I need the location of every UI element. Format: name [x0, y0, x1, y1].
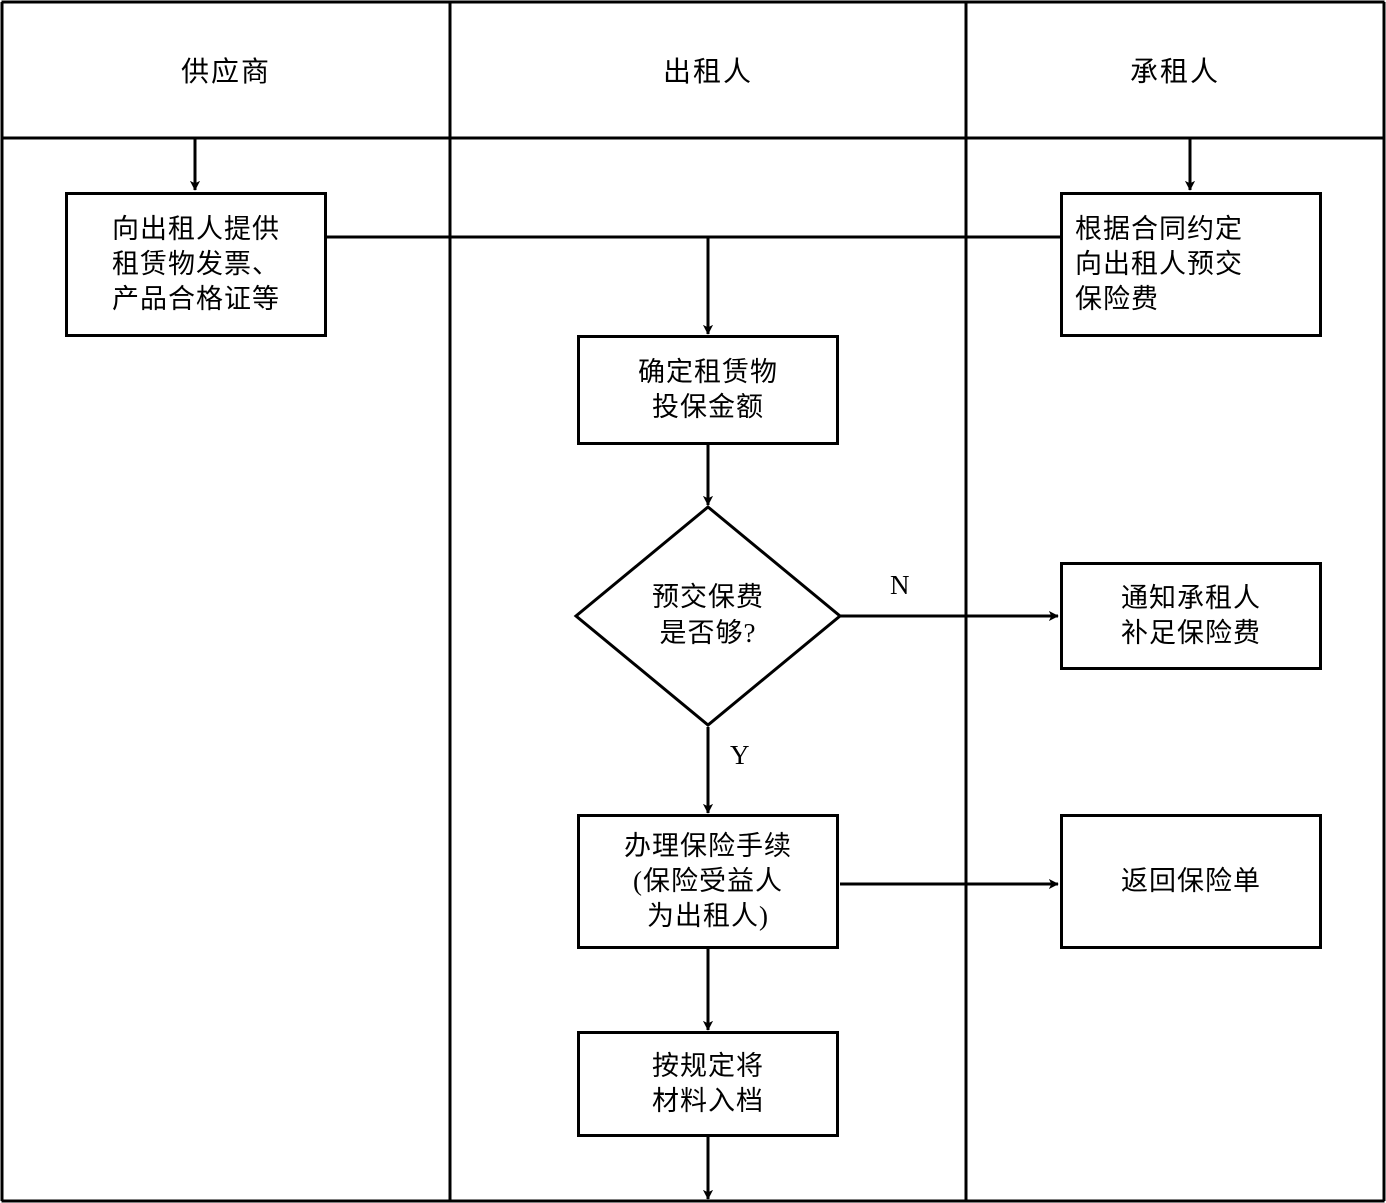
- lane-header-lessor: 出租人: [450, 2, 966, 138]
- node-premium-enough-label: 预交保费 是否够?: [652, 582, 764, 648]
- node-prepay-premium[interactable]: 根据合同约定 向出租人预交 保险费: [1060, 192, 1322, 337]
- lane-header-lessee: 承租人: [966, 2, 1384, 138]
- lane-header-supplier: 供应商: [2, 2, 450, 138]
- premium-enough-diamond-shape: [573, 505, 843, 727]
- lane-header-lessor-label: 出租人: [662, 57, 753, 88]
- node-return-policy[interactable]: 返回保险单: [1060, 814, 1322, 949]
- edge-to-determine-amount: [326, 235, 1061, 335]
- node-insurance-procedure-label: 办理保险手续 (保险受益人 为出租人): [624, 830, 792, 932]
- node-determine-amount[interactable]: 确定租赁物 投保金额: [577, 335, 839, 445]
- edge-label-no: N: [890, 570, 910, 600]
- node-notify-lessee[interactable]: 通知承租人 补足保险费: [1060, 562, 1322, 670]
- node-determine-amount-label: 确定租赁物 投保金额: [638, 356, 778, 422]
- node-notify-lessee-label: 通知承租人 补足保险费: [1121, 582, 1261, 648]
- node-insurance-procedure[interactable]: 办理保险手续 (保险受益人 为出租人): [577, 814, 839, 949]
- node-archive-materials[interactable]: 按规定将 材料入档: [577, 1031, 839, 1137]
- node-archive-materials-label: 按规定将 材料入档: [652, 1050, 764, 1116]
- edge-label-yes: Y: [730, 740, 750, 770]
- node-provide-docs[interactable]: 向出租人提供 租赁物发票、 产品合格证等: [65, 192, 327, 337]
- lane-header-lessee-label: 承租人: [1129, 57, 1220, 88]
- lane-header-supplier-label: 供应商: [180, 57, 271, 88]
- node-premium-enough[interactable]: 预交保费 是否够?: [576, 507, 840, 725]
- node-prepay-premium-label: 根据合同约定 向出租人预交 保险费: [1075, 213, 1243, 315]
- node-provide-docs-label: 向出租人提供 租赁物发票、 产品合格证等: [112, 213, 280, 315]
- node-return-policy-label: 返回保险单: [1121, 865, 1261, 896]
